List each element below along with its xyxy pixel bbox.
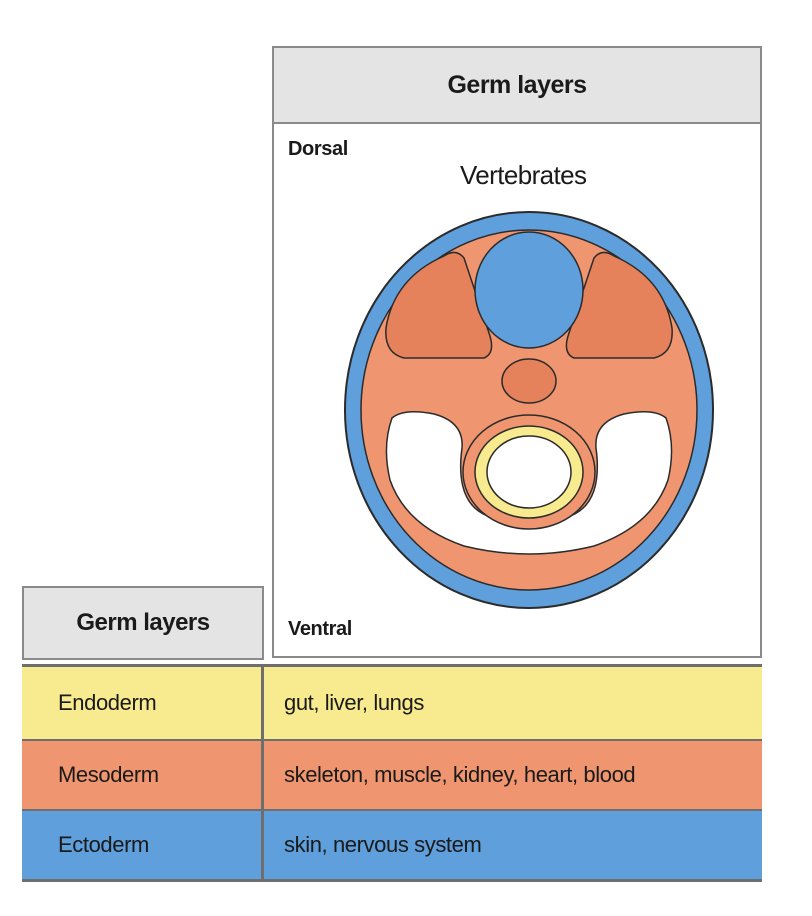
- ventral-label: Ventral: [288, 618, 352, 640]
- legend-row-mesoderm: Mesoderm skeleton, muscle, kidney, heart…: [22, 739, 762, 809]
- layer-derivatives: skin, nervous system: [284, 832, 482, 857]
- panel-title: Germ layers: [274, 48, 760, 124]
- embryo-cross-section: [344, 211, 714, 609]
- legend-header: Germ layers: [22, 586, 264, 660]
- germ-layer-legend-table: Endoderm gut, liver, lungs Mesoderm skel…: [22, 664, 762, 882]
- layer-name: Ectoderm: [22, 811, 264, 879]
- legend-row-endoderm: Endoderm gut, liver, lungs: [22, 667, 762, 739]
- layer-name: Endoderm: [22, 667, 264, 739]
- dorsal-label: Dorsal: [288, 138, 348, 160]
- vertebrates-label: Vertebrates: [460, 160, 587, 190]
- layer-name: Mesoderm: [22, 741, 264, 809]
- left-somite: [385, 251, 493, 359]
- notochord: [501, 358, 557, 404]
- neural-tube: [474, 231, 584, 349]
- germ-layers-panel: Germ layers Dorsal Vertebrates Ventral: [272, 46, 762, 658]
- gut-lumen: [486, 435, 572, 509]
- right-somite: [565, 251, 673, 359]
- body-cavity: [385, 411, 673, 555]
- layer-derivatives: gut, liver, lungs: [284, 690, 424, 715]
- legend-row-ectoderm: Ectoderm skin, nervous system: [22, 809, 762, 879]
- layer-derivatives: skeleton, muscle, kidney, heart, blood: [284, 762, 636, 787]
